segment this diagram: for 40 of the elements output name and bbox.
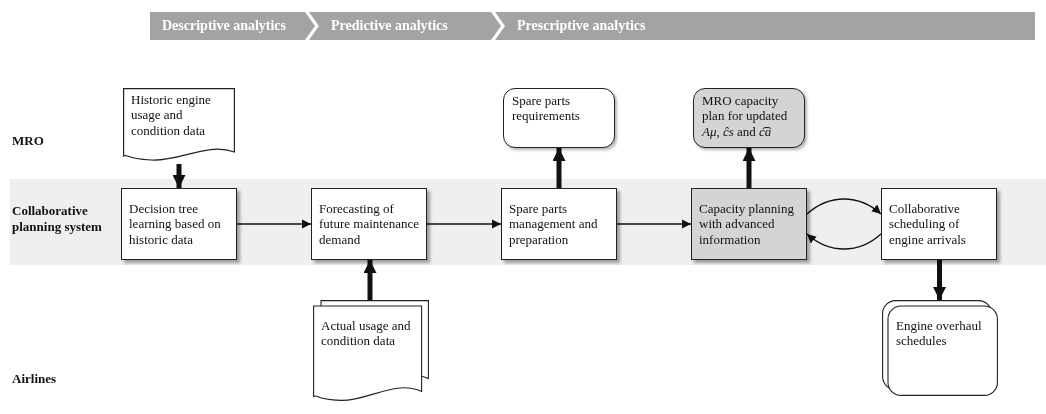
process-box xyxy=(881,188,997,260)
block-arrow xyxy=(172,164,186,188)
chevron-banner xyxy=(309,12,501,40)
node-text: Decision tree learning based on historic data xyxy=(129,201,222,247)
node-text: Prescriptive analytics xyxy=(517,17,646,35)
block-arrow xyxy=(742,148,756,188)
node-text: Predictive analytics xyxy=(331,17,448,35)
node-text: Spare parts requirements xyxy=(512,93,581,124)
rounded-box-stack xyxy=(882,300,998,396)
node-text: Engine overhaul schedules xyxy=(896,318,983,349)
process-box xyxy=(501,188,617,260)
node-text: Capacity planning with advanced information xyxy=(699,201,795,247)
node-text: Forecasting of future maintenance demand xyxy=(319,201,420,247)
block-arrow xyxy=(363,260,377,300)
node-text: Spare parts management and preparation xyxy=(509,201,599,247)
band xyxy=(10,179,1046,265)
process-box xyxy=(311,188,427,260)
chevron-banner xyxy=(150,12,315,40)
node-text: Descriptive analytics xyxy=(162,17,287,35)
process-box xyxy=(691,188,807,260)
node-text: Historic engine usage and condition data xyxy=(131,92,212,138)
arrow xyxy=(426,219,502,229)
block-arrow xyxy=(933,260,946,300)
document-shape xyxy=(123,88,235,164)
node-text: Collaborative scheduling of engine arrivals xyxy=(889,201,967,247)
document-stack xyxy=(313,300,429,404)
node-text: MRO capacity plan for updated Aμ, ĉs and c͡a xyxy=(702,93,789,139)
arrow xyxy=(616,219,692,229)
row-label: Collaborative planning system xyxy=(12,203,103,235)
process-box xyxy=(121,188,237,260)
block-arrow xyxy=(552,148,566,188)
rounded-box xyxy=(503,88,615,148)
curved-arrow xyxy=(806,198,882,215)
row-label: MRO xyxy=(12,133,45,149)
curved-arrow xyxy=(806,233,882,250)
chevron-banner xyxy=(495,12,1035,40)
rounded-box xyxy=(693,88,805,148)
node-text: Actual usage and condition data xyxy=(321,318,412,349)
row-label: Airlines xyxy=(12,371,58,387)
arrow xyxy=(236,219,312,229)
